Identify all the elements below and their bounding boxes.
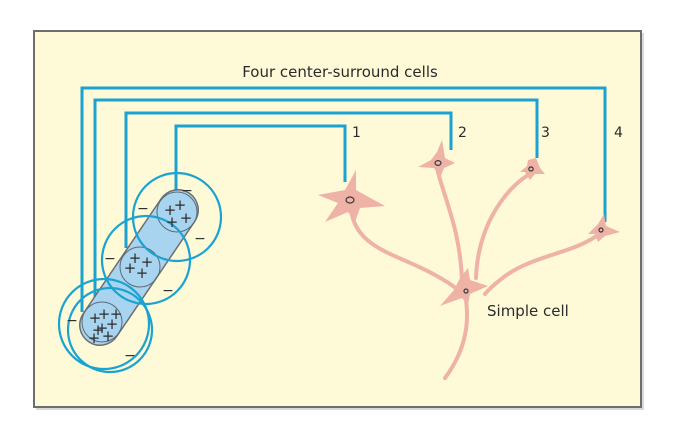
neuron-4 bbox=[588, 214, 620, 242]
neuron-2 bbox=[418, 140, 455, 178]
nucleus-1 bbox=[345, 196, 355, 204]
minus-sign: − bbox=[162, 283, 174, 299]
axon-4 bbox=[483, 233, 600, 296]
cell-label-1: 1 bbox=[352, 125, 361, 141]
nucleus-3 bbox=[528, 166, 534, 172]
plus-sign: + bbox=[180, 209, 193, 227]
plus-signs: ++++++++++++++++ bbox=[88, 196, 193, 347]
plus-sign: + bbox=[92, 321, 105, 339]
plus-sign: + bbox=[106, 315, 119, 333]
plus-sign: + bbox=[141, 253, 154, 271]
plus-sign: + bbox=[136, 264, 149, 282]
axon-3 bbox=[474, 173, 530, 280]
center-4 bbox=[81, 301, 123, 343]
surround-2 bbox=[100, 214, 192, 306]
nucleus-2 bbox=[434, 160, 442, 167]
simple-cell-axon bbox=[443, 298, 469, 380]
wire-4 bbox=[80, 86, 607, 312]
plus-sign: + bbox=[166, 213, 179, 231]
plus-sign: + bbox=[96, 319, 109, 337]
plus-sign: + bbox=[88, 329, 101, 347]
plus-sign: + bbox=[102, 327, 115, 345]
minus-sign: − bbox=[124, 348, 136, 364]
plus-sign: + bbox=[129, 249, 142, 267]
cell-label-2: 2 bbox=[458, 125, 467, 141]
axon-2 bbox=[436, 170, 464, 282]
nucleus-4 bbox=[598, 227, 604, 233]
surround-4 bbox=[66, 286, 154, 374]
axon-1 bbox=[350, 213, 460, 292]
minus-signs: − − − − − − − bbox=[66, 183, 206, 364]
minus-sign: − bbox=[181, 183, 193, 199]
plus-sign: + bbox=[110, 305, 123, 323]
panel bbox=[33, 30, 642, 408]
minus-sign: − bbox=[137, 201, 149, 217]
minus-sign: − bbox=[194, 231, 206, 247]
cell-label-3: 3 bbox=[541, 125, 550, 141]
surround-3 bbox=[57, 277, 151, 371]
plus-sign: + bbox=[124, 259, 137, 277]
plus-sign: + bbox=[174, 196, 187, 214]
minus-sign: − bbox=[104, 251, 116, 267]
simple-cell-neuron bbox=[440, 268, 488, 306]
neuron-3 bbox=[520, 158, 545, 180]
minus-sign: − bbox=[66, 313, 78, 329]
wire-1 bbox=[174, 124, 347, 195]
neuron-1 bbox=[318, 170, 385, 222]
receptive-field-surrounds bbox=[57, 171, 223, 374]
receptive-field-centers bbox=[81, 191, 198, 343]
diagram-title: Four center-surround cells bbox=[242, 63, 438, 81]
wires bbox=[80, 86, 607, 312]
center-1 bbox=[156, 191, 198, 233]
nucleus-simple bbox=[463, 288, 469, 294]
wire-2 bbox=[124, 111, 453, 248]
plus-sign: + bbox=[98, 305, 111, 323]
neurons bbox=[318, 140, 620, 380]
wire-3 bbox=[93, 98, 539, 300]
cell-label-4: 4 bbox=[614, 125, 623, 141]
simple-cell-label: Simple cell bbox=[487, 302, 569, 320]
plus-sign: + bbox=[89, 309, 102, 327]
plus-sign: + bbox=[164, 201, 177, 219]
nuclei bbox=[345, 160, 604, 294]
center-2 bbox=[119, 246, 161, 288]
